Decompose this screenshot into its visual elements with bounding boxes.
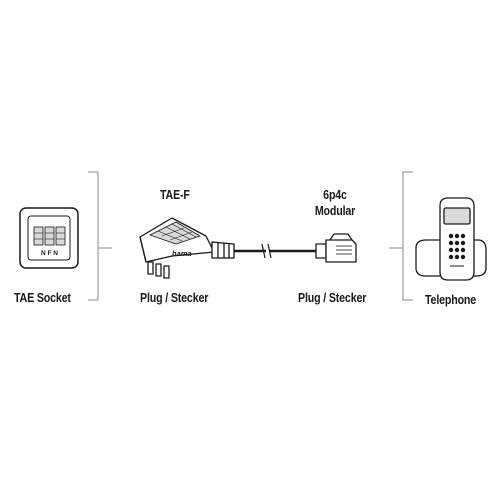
cable	[234, 243, 318, 259]
modular-plug-icon	[315, 233, 357, 263]
modular-line1-label: 6p4c	[323, 187, 347, 202]
tae-f-label: TAE-F	[160, 187, 190, 202]
left-divider	[88, 171, 112, 301]
tae-f-plug-icon: hama	[139, 217, 235, 279]
tae-socket-label: TAE Socket	[14, 290, 71, 305]
right-divider	[389, 171, 413, 301]
plug-left-label: Plug / Stecker	[140, 290, 209, 305]
modular-line2-label: Modular	[314, 203, 356, 218]
tae-socket-icon: N F N	[19, 207, 79, 269]
telephone-label: Telephone	[425, 292, 477, 307]
telephone-icon	[415, 197, 487, 281]
plug-right-label: Plug / Stecker	[298, 290, 367, 305]
plug-brand-logo: hama	[172, 249, 192, 258]
socket-letters: N F N	[41, 250, 58, 257]
